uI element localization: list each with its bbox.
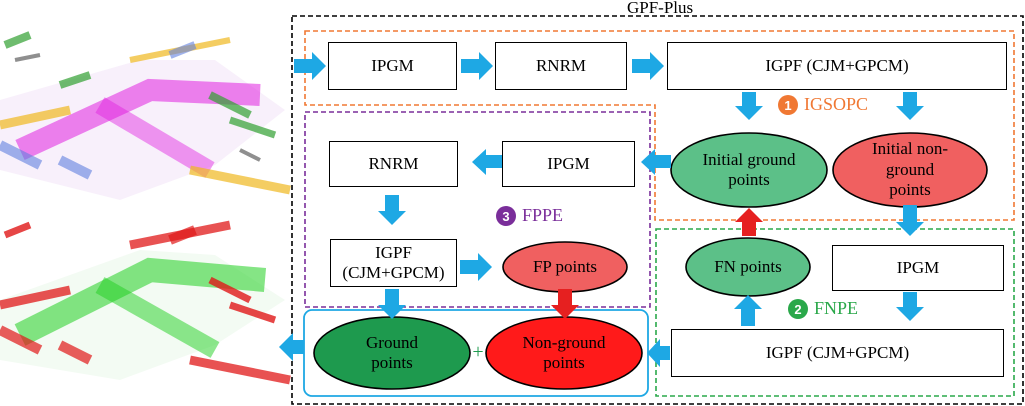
arrow-fn-points-to-initial-ground — [735, 208, 763, 236]
fnpe-badge-label: FNPE — [814, 298, 859, 318]
ground-points-label: Ground points — [366, 332, 418, 372]
initial-ground-ellipse — [670, 132, 828, 208]
initial-ground-label: Initial ground points — [702, 149, 796, 189]
igpf-top-box: IGPF (CJM+GPCM) — [667, 42, 1007, 90]
ipgm-fnpe-box: IPGM — [832, 245, 1004, 291]
fn-points-label: FN points — [714, 256, 782, 276]
flow-arrows — [279, 52, 924, 367]
arrow-igpf-to-initial-nonground — [896, 92, 924, 120]
arrow-ipgm-to-rnrm — [461, 52, 493, 80]
input-point-cloud-image — [0, 31, 291, 200]
ipgm-fppe-box: IPGM — [502, 141, 635, 187]
segmented-point-cloud-image — [0, 220, 291, 385]
arrow-igpf-to-initial-ground — [735, 92, 763, 120]
arrow-rnrm-fppe-to-igpf-fppe — [378, 195, 406, 225]
fnpe-badge-number: 2 — [788, 299, 808, 319]
rnrm-fppe-box: RNRM — [329, 141, 458, 187]
arrow-initial-ground-to-ipgm-fppe — [641, 149, 671, 175]
gpf-plus-frame — [291, 15, 1024, 405]
arrow-rnrm-to-igpf — [632, 52, 664, 80]
igsopc-region — [304, 30, 1015, 221]
arrow-ipgm-fnpe-to-igpf-fnpe — [896, 292, 924, 321]
arrow-input-to-ipgm — [294, 52, 326, 80]
arrow-igpf-fppe-to-ground — [378, 289, 406, 319]
fp-points-label: FP points — [532, 256, 598, 276]
plus-sign: + — [472, 341, 484, 363]
rnrm-top-box: RNRM — [495, 42, 627, 90]
arrow-fp-points-to-nonground — [551, 289, 579, 319]
arrow-igpf-fnpe-to-output — [647, 339, 670, 367]
fppe-badge-label: FPPE — [522, 205, 564, 225]
igsopc-badge-label: IGSOPC — [804, 94, 869, 114]
arrow-igpf-fppe-to-fp-points — [460, 253, 492, 281]
arrow-output-to-result — [279, 333, 304, 361]
igsopc-badge-number: 1 — [778, 95, 798, 115]
igpf-fppe-box: IGPF (CJM+GPCM) — [330, 239, 457, 287]
arrow-igpf-fnpe-to-fn-points — [734, 295, 762, 326]
arrow-initial-nonground-to-ipgm-fnpe — [896, 205, 924, 236]
diagram-title: GPF-Plus — [627, 0, 694, 17]
fppe-badge-number: 3 — [496, 206, 516, 226]
initial-nonground-label: Initial non- ground points — [871, 139, 948, 200]
fnpe-region — [655, 228, 1015, 397]
igpf-fnpe-box: IGPF (CJM+GPCM) — [671, 329, 1004, 377]
red-arrows — [551, 208, 763, 319]
nonground-points-label: Non-ground points — [522, 332, 606, 372]
ipgm-top-box: IPGM — [328, 42, 457, 90]
fppe-region — [304, 111, 651, 308]
arrow-ipgm-fppe-to-rnrm-fppe — [472, 149, 502, 175]
